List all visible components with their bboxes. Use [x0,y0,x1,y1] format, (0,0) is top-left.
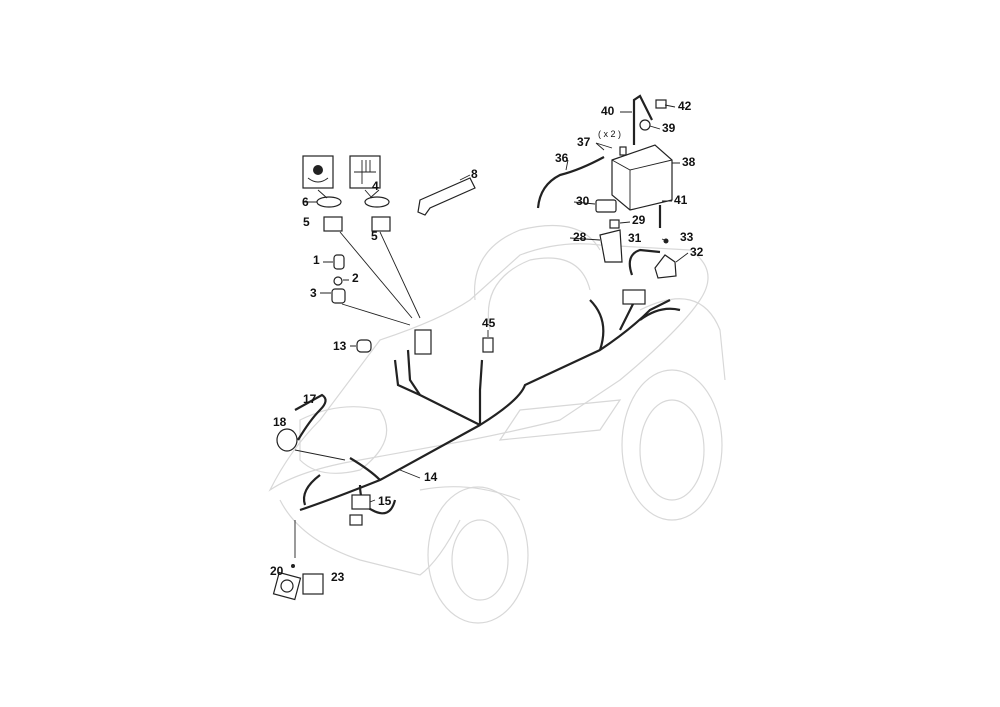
leader-lines [294,174,489,558]
callout-5a: 5 [303,215,310,229]
cable-40[interactable] [632,94,653,145]
callout-36: 36 [555,151,569,165]
callout-2: 2 [352,271,359,285]
callout-29: 29 [632,213,646,227]
callout-18: 18 [273,415,287,429]
cap-39[interactable] [639,119,651,131]
callout-3: 3 [310,286,317,300]
callout-28: 28 [573,230,587,244]
clip-42[interactable] [655,99,667,109]
callout-30: 30 [576,194,590,208]
nut-2[interactable] [333,276,343,286]
callout-31: 31 [628,231,642,245]
wiring-harness-14[interactable] [299,289,681,526]
callout-41: 41 [674,193,688,207]
callout-23: 23 [331,570,345,584]
callout-8: 8 [471,167,478,181]
callout-39: 39 [662,121,676,135]
switch-3[interactable] [331,288,346,304]
callout-5b: 5 [371,229,378,243]
fork-tool-8[interactable] [417,177,476,216]
callout-45: 45 [482,316,496,330]
callout-15: 15 [378,494,392,508]
switch-1[interactable] [333,254,345,270]
callout-38: 38 [682,155,696,169]
callout-14: 14 [424,470,438,484]
tractor-outline [268,224,726,624]
callout-33: 33 [680,230,694,244]
rocker-switch-5b[interactable] [371,216,391,232]
part-13[interactable] [356,339,372,353]
callout-17: 17 [303,392,317,406]
decal-4[interactable] [349,155,381,189]
cable-31[interactable] [628,248,661,276]
callout-37: 37 [577,135,591,149]
cover-30[interactable] [595,199,617,213]
switch-cover-6[interactable] [316,196,342,208]
connector-45[interactable] [482,337,494,353]
bracket-28[interactable] [599,229,623,263]
callout-13: 13 [333,339,347,353]
part-32[interactable] [654,254,677,279]
switch-cover-4[interactable] [364,196,390,208]
callout-labels: 40 42 39 37 ( x 2 ) 38 36 30 29 41 28 31… [270,99,704,584]
part-20-23[interactable] [272,564,324,601]
battery-38[interactable] [611,144,673,211]
callout-6: 6 [302,195,309,209]
decal-6[interactable] [302,155,334,189]
lamp-18[interactable] [276,393,327,452]
callout-4: 4 [372,179,379,193]
callout-x2: ( x 2 ) [598,129,621,139]
callout-40: 40 [601,104,615,118]
cable-36[interactable] [536,156,605,209]
callout-20: 20 [270,564,284,578]
callout-32: 32 [690,245,704,259]
part-29[interactable] [609,219,620,229]
battery-leader-lines [565,104,689,263]
callout-42: 42 [678,99,692,113]
rocker-switch-5a[interactable] [323,216,343,232]
callout-1: 1 [313,253,320,267]
